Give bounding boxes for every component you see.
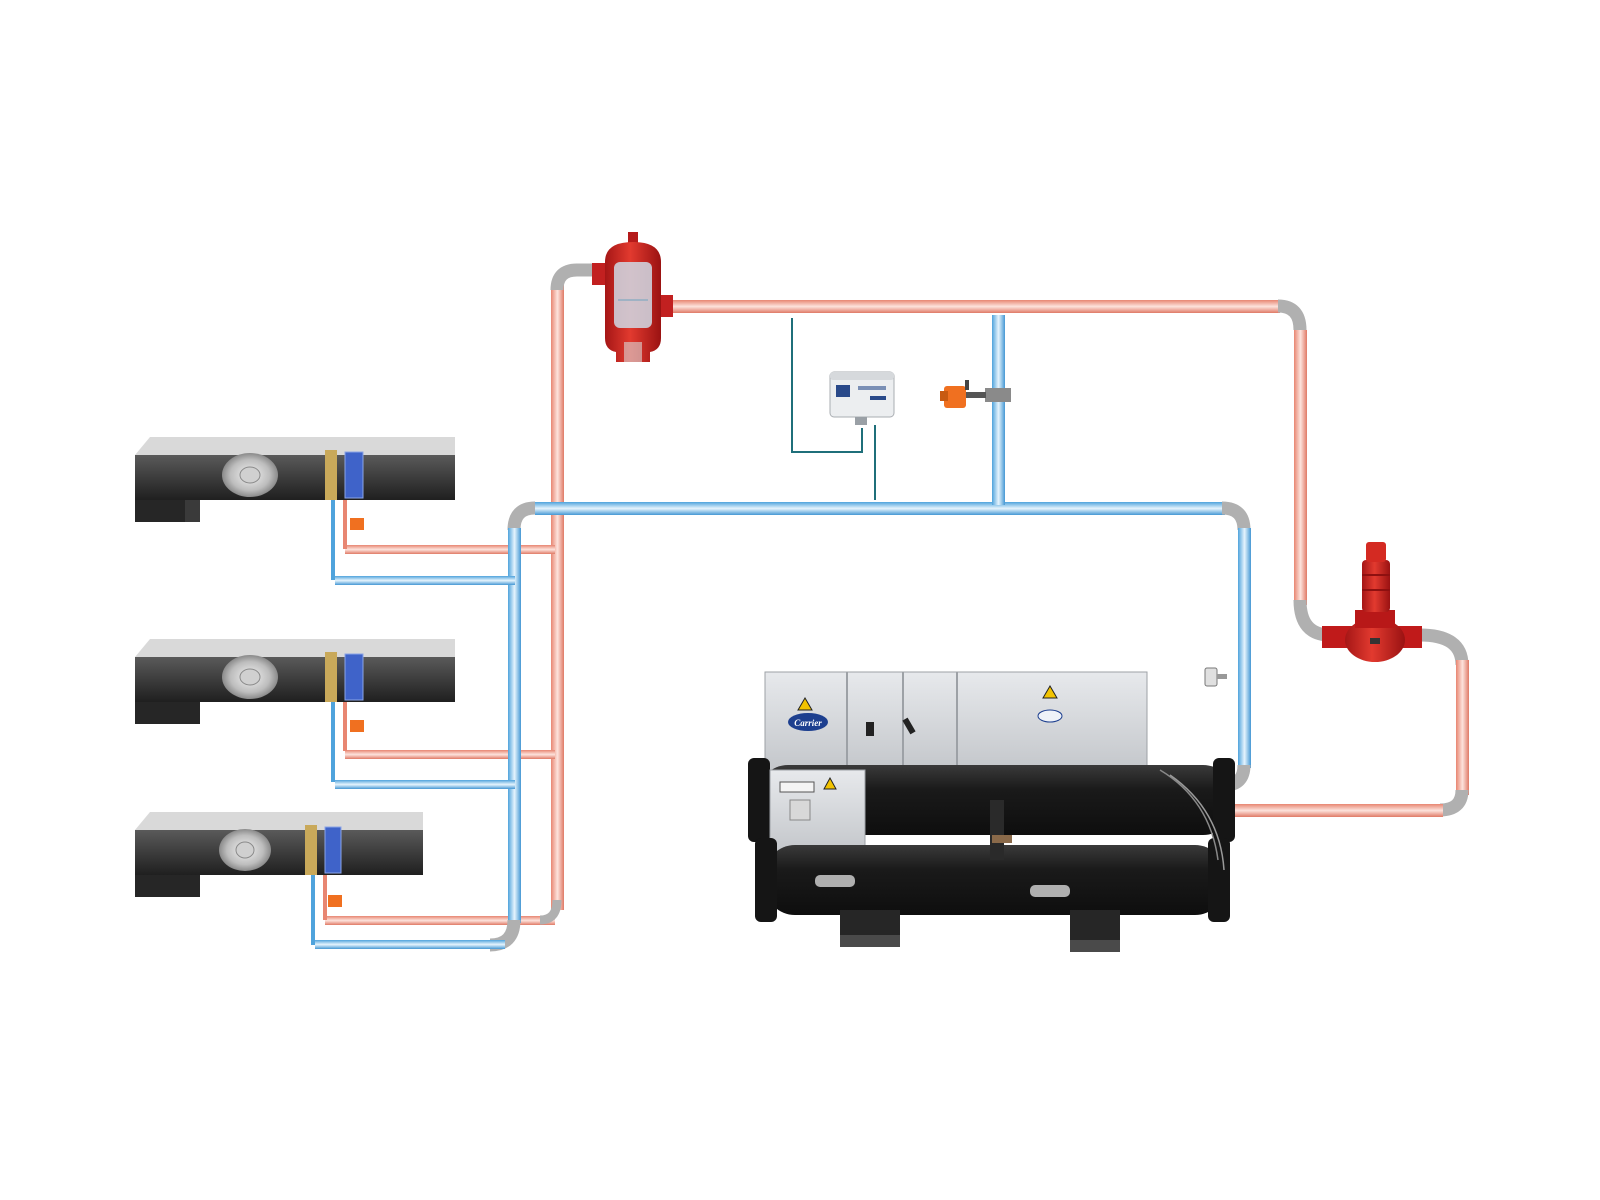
duct-top (135, 812, 423, 830)
duct-body (135, 830, 423, 875)
valve-actuator-icon (350, 518, 364, 530)
inline-pump-icon (1322, 542, 1422, 662)
chiller-outlet-pipe (1225, 804, 1443, 817)
chiller-foot (840, 910, 900, 935)
controller-box-icon (829, 371, 895, 425)
switch-handle (902, 717, 916, 735)
pipe-elbow (1419, 628, 1469, 666)
duct-base (135, 875, 200, 897)
fan-hub (239, 668, 261, 686)
temperature-sensor-icon (1204, 667, 1227, 687)
coil-frame (325, 450, 337, 500)
return-branch-pipe (315, 940, 505, 949)
valve-actuator-icon (328, 895, 342, 907)
warning-icon (1042, 685, 1058, 699)
warning-icon (823, 776, 837, 790)
supply-header-pipe (668, 300, 1280, 313)
chiller-foot (840, 935, 900, 947)
chiller-icon: Carrier (748, 671, 1235, 952)
supply-riser-pipe (551, 285, 564, 910)
warning-icon (797, 697, 813, 711)
coil-frame (325, 652, 337, 702)
fan-coil-unit-1 (135, 437, 455, 580)
duct-top (135, 437, 455, 455)
switch-handle (866, 722, 874, 736)
supply-branch-pipe (345, 750, 555, 759)
duct-drop (185, 500, 200, 522)
pipe-elbow (550, 263, 600, 291)
badge-icon (1037, 709, 1063, 723)
chiller-foot (1070, 940, 1120, 952)
supply-pipes (325, 263, 1469, 925)
coil-icon (344, 653, 364, 701)
brand-label: Carrier (794, 718, 822, 728)
air-dirt-separator-icon (592, 232, 673, 362)
supply-drop-pipe (1294, 330, 1307, 605)
fan-hub (239, 466, 261, 484)
fan-coil-unit-3 (135, 812, 423, 945)
brand-logo (788, 713, 828, 731)
supply-branch-pipe (325, 916, 555, 925)
bypass-pipe (992, 315, 1005, 505)
duct-top (135, 639, 455, 657)
coil-icon (324, 826, 342, 874)
fan-coil-unit-2 (135, 639, 455, 782)
pipe-elbow (1277, 299, 1307, 331)
duct-base (135, 702, 200, 724)
pipe-elbow (507, 501, 536, 531)
pump-drop-pipe (1456, 660, 1469, 795)
coil-icon (344, 451, 364, 499)
motorized-valve-icon (940, 380, 1011, 408)
coil-frame (305, 825, 317, 875)
supply-branch-pipe (345, 545, 555, 554)
valve-actuator-icon (350, 720, 364, 732)
pipe-elbow (1439, 789, 1469, 817)
return-branch-pipe (335, 576, 515, 585)
duct-base (135, 500, 200, 522)
duct-body (135, 455, 455, 500)
fan-hub (235, 841, 255, 859)
return-riser-pipe (508, 528, 521, 923)
pipe-elbow (539, 899, 562, 925)
sensor-wire (791, 318, 863, 453)
duct-body (135, 657, 455, 702)
evaporator-vessel (765, 845, 1225, 915)
chiller-foot (1070, 910, 1120, 940)
chiller-inlet-pipe (1238, 528, 1251, 768)
return-pipes (315, 315, 1251, 952)
return-branch-pipe (335, 780, 515, 789)
return-header-pipe (535, 502, 1225, 515)
pipe-elbow (1221, 501, 1251, 531)
